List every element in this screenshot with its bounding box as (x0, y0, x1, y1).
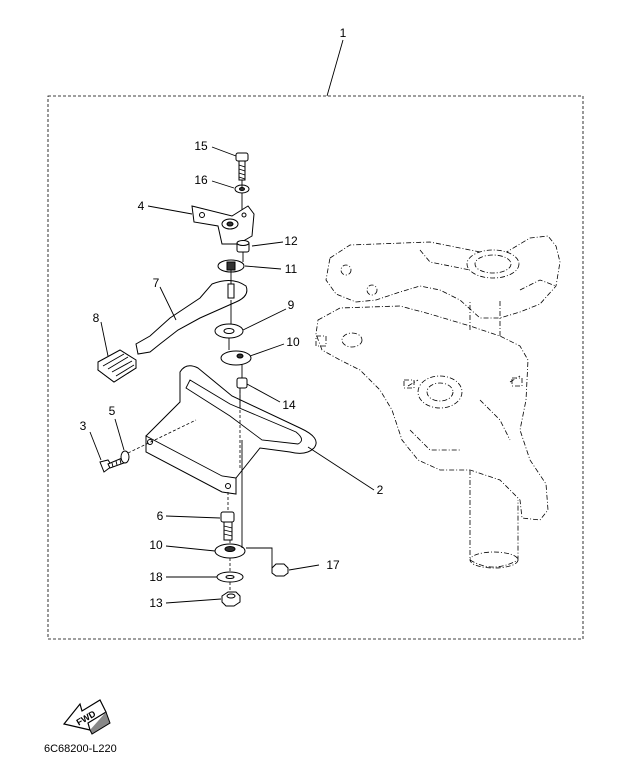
rubber-pad-8 (97, 349, 137, 383)
callout-17: 17 (326, 558, 340, 572)
assembly-boundary (47, 95, 584, 640)
lock-washer-11 (217, 259, 245, 273)
callout-10-upper: 10 (286, 335, 300, 349)
washer-10-upper (220, 350, 252, 366)
callout-11: 11 (285, 262, 298, 276)
washer-10-lower (214, 543, 246, 559)
callout-18: 18 (149, 570, 163, 584)
callout-4: 4 (138, 199, 145, 213)
callout-8: 8 (93, 311, 100, 325)
callout-13: 13 (149, 596, 163, 610)
callout-12: 12 (284, 234, 298, 248)
callout-9: 9 (288, 298, 295, 312)
callout-14: 14 (282, 398, 296, 412)
callout-5: 5 (109, 404, 116, 418)
callout-10-lower: 10 (149, 538, 163, 552)
callout-15: 15 (194, 139, 208, 153)
bolt-6 (220, 511, 235, 541)
engine-mount-ghost (315, 235, 561, 569)
callout-1: 1 (340, 26, 347, 40)
fwd-arrow-icon: FWD (62, 699, 111, 735)
callout-3: 3 (80, 419, 87, 433)
drawing-code: 6C68200-L220 (44, 743, 117, 755)
nut-13 (221, 591, 241, 607)
bolt-3 (99, 457, 125, 473)
bolt-15 (235, 152, 249, 181)
callout-6: 6 (157, 509, 164, 523)
collar-14 (236, 377, 248, 389)
nut-17 (271, 563, 289, 577)
washer-5 (120, 450, 130, 464)
collar-12 (236, 240, 250, 253)
callout-16: 16 (194, 173, 208, 187)
link-plate-7 (135, 280, 248, 355)
callout-2: 2 (377, 483, 384, 497)
callout-7: 7 (153, 276, 160, 290)
bracket-4 (191, 205, 255, 245)
bracket-2 (145, 365, 317, 495)
